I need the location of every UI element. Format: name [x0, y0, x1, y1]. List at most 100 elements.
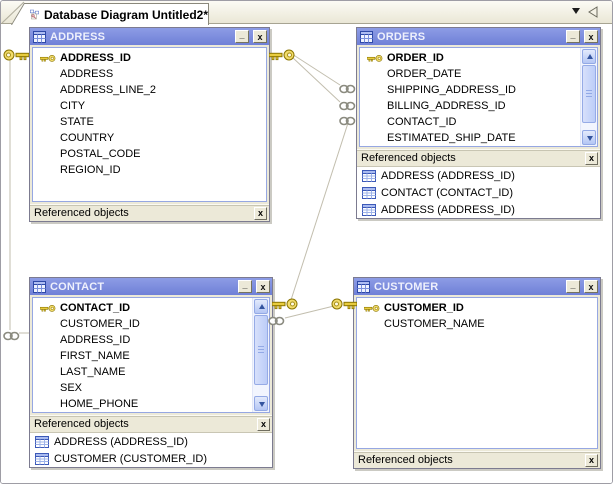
column-row[interactable]: ADDRESS_ID: [34, 332, 251, 348]
column-name: CUSTOMER_ID: [384, 302, 464, 314]
column-row[interactable]: CONTACT_ID: [34, 300, 251, 316]
primary-key-icon: [364, 304, 384, 313]
scroll-thumb[interactable]: [254, 315, 268, 385]
column-row[interactable]: CUSTOMER_NAME: [358, 316, 596, 332]
vertical-scrollbar[interactable]: [580, 48, 597, 146]
vertical-scrollbar[interactable]: [252, 298, 269, 412]
primary-key-icon: [40, 304, 60, 313]
column-name: ORDER_ID: [387, 52, 444, 64]
column-name: CITY: [60, 100, 86, 112]
column-row[interactable]: SEX: [34, 380, 251, 396]
customer-titlebar[interactable]: CUSTOMER _ x: [354, 278, 600, 295]
column-row[interactable]: REGION_ID: [34, 162, 265, 178]
orders-titlebar[interactable]: ORDERS _ x: [357, 28, 600, 45]
column-name: HOME_PHONE: [60, 398, 139, 410]
column-row[interactable]: CUSTOMER_ID: [358, 300, 596, 316]
chain-icon[interactable]: [339, 81, 356, 99]
window-title: CUSTOMER: [374, 280, 439, 293]
primary-key-icon: [40, 54, 60, 63]
entity-window-contact: CONTACT _ x CONTACT_ID CUSTOMER_ID ADDRE…: [29, 277, 273, 468]
pane-close-button[interactable]: x: [254, 206, 267, 220]
column-row[interactable]: HOME_PHONE: [34, 396, 251, 412]
table-icon: [35, 435, 49, 448]
table-icon: [362, 203, 376, 216]
minimize-button[interactable]: _: [235, 30, 249, 43]
document-tab[interactable]: Database Diagram Untitled2*: [11, 3, 209, 25]
column-row[interactable]: ADDRESS: [34, 66, 265, 82]
column-name: CUSTOMER_ID: [60, 318, 140, 330]
column-row[interactable]: CUSTOMER_ID: [34, 316, 251, 332]
pane-close-button[interactable]: x: [585, 453, 598, 467]
column-name: ADDRESS_ID: [60, 334, 131, 346]
column-row[interactable]: STATE: [34, 114, 265, 130]
referenced-objects-label: Referenced objects: [34, 418, 129, 430]
scroll-thumb[interactable]: [582, 65, 596, 123]
column-row[interactable]: CONTACT_ID: [361, 114, 579, 130]
column-name: CONTACT_ID: [387, 116, 457, 128]
column-row[interactable]: CITY: [34, 98, 265, 114]
referenced-objects-bar: Referenced objects x: [357, 149, 600, 166]
tab-scroll-left-icon[interactable]: [587, 6, 599, 18]
column-row[interactable]: POSTAL_CODE: [34, 146, 265, 162]
referenced-objects-label: Referenced objects: [358, 454, 453, 466]
column-name: SHIPPING_ADDRESS_ID: [387, 84, 516, 96]
contact-column-list: CONTACT_ID CUSTOMER_ID ADDRESS_ID FIRST_…: [32, 297, 270, 413]
chain-icon[interactable]: [268, 313, 285, 331]
window-title: ORDERS: [377, 30, 426, 43]
referenced-object-label: CONTACT (CONTACT_ID): [381, 186, 513, 199]
column-name: STATE: [60, 116, 94, 128]
column-row[interactable]: LAST_NAME: [34, 364, 251, 380]
chain-icon[interactable]: [339, 98, 356, 116]
address-titlebar[interactable]: ADDRESS _ x: [30, 28, 269, 45]
close-button[interactable]: x: [253, 30, 267, 43]
referenced-objects-bar: Referenced objects x: [30, 415, 272, 432]
referenced-objects-list: ADDRESS (ADDRESS_ID) CUSTOMER (CUSTOMER_…: [30, 432, 272, 467]
key-icon[interactable]: [3, 48, 30, 66]
column-row[interactable]: SHIPPING_ADDRESS_ID: [361, 82, 579, 98]
chain-icon[interactable]: [3, 328, 20, 346]
pane-close-button[interactable]: x: [257, 417, 270, 431]
referenced-object-row[interactable]: CUSTOMER (CUSTOMER_ID): [30, 450, 272, 467]
minimize-button[interactable]: _: [566, 280, 580, 293]
referenced-object-row[interactable]: CONTACT (CONTACT_ID): [357, 184, 600, 201]
scroll-down-button[interactable]: [582, 130, 596, 145]
referenced-object-row[interactable]: ADDRESS (ADDRESS_ID): [357, 201, 600, 218]
address-column-list: ADDRESS_ID ADDRESS ADDRESS_LINE_2 CITY S…: [32, 47, 267, 202]
referenced-objects-label: Referenced objects: [34, 207, 129, 219]
column-row[interactable]: ORDER_DATE: [361, 66, 579, 82]
column-row[interactable]: FIRST_NAME: [34, 348, 251, 364]
column-name: CONTACT_ID: [60, 302, 131, 314]
column-row[interactable]: ESTIMATED_SHIP_DATE: [361, 130, 579, 146]
referenced-object-row[interactable]: ADDRESS (ADDRESS_ID): [30, 433, 272, 450]
close-button[interactable]: x: [256, 280, 270, 293]
minimize-button[interactable]: _: [566, 30, 580, 43]
scroll-down-button[interactable]: [254, 396, 268, 411]
column-name: FIRST_NAME: [60, 350, 130, 362]
column-row[interactable]: ADDRESS_ID: [34, 50, 265, 66]
key-icon[interactable]: [268, 48, 295, 66]
column-name: ADDRESS_LINE_2: [60, 84, 156, 96]
column-row[interactable]: ADDRESS_LINE_2: [34, 82, 265, 98]
key-icon[interactable]: [331, 297, 358, 315]
referenced-object-row[interactable]: ADDRESS (ADDRESS_ID): [357, 167, 600, 184]
column-row[interactable]: COUNTRY: [34, 130, 265, 146]
column-row[interactable]: BILLING_ADDRESS_ID: [361, 98, 579, 114]
tab-list-dropdown-icon[interactable]: [572, 8, 580, 14]
window-title: CONTACT: [50, 280, 105, 293]
pane-close-button[interactable]: x: [585, 151, 598, 165]
chain-icon[interactable]: [339, 113, 356, 131]
contact-titlebar[interactable]: CONTACT _ x: [30, 278, 272, 295]
close-button[interactable]: x: [584, 280, 598, 293]
column-name: COUNTRY: [60, 132, 115, 144]
column-name: ADDRESS_ID: [60, 52, 131, 64]
window-title: ADDRESS: [50, 30, 106, 43]
close-button[interactable]: x: [584, 30, 598, 43]
referenced-object-label: CUSTOMER (CUSTOMER_ID): [54, 452, 207, 465]
column-row[interactable]: ORDER_ID: [361, 50, 579, 66]
entity-window-customer: CUSTOMER _ x CUSTOMER_ID CUSTOMER_NAME R…: [353, 277, 601, 469]
scroll-up-button[interactable]: [254, 299, 268, 314]
scroll-up-button[interactable]: [582, 49, 596, 64]
table-icon: [362, 169, 376, 182]
minimize-button[interactable]: _: [238, 280, 252, 293]
